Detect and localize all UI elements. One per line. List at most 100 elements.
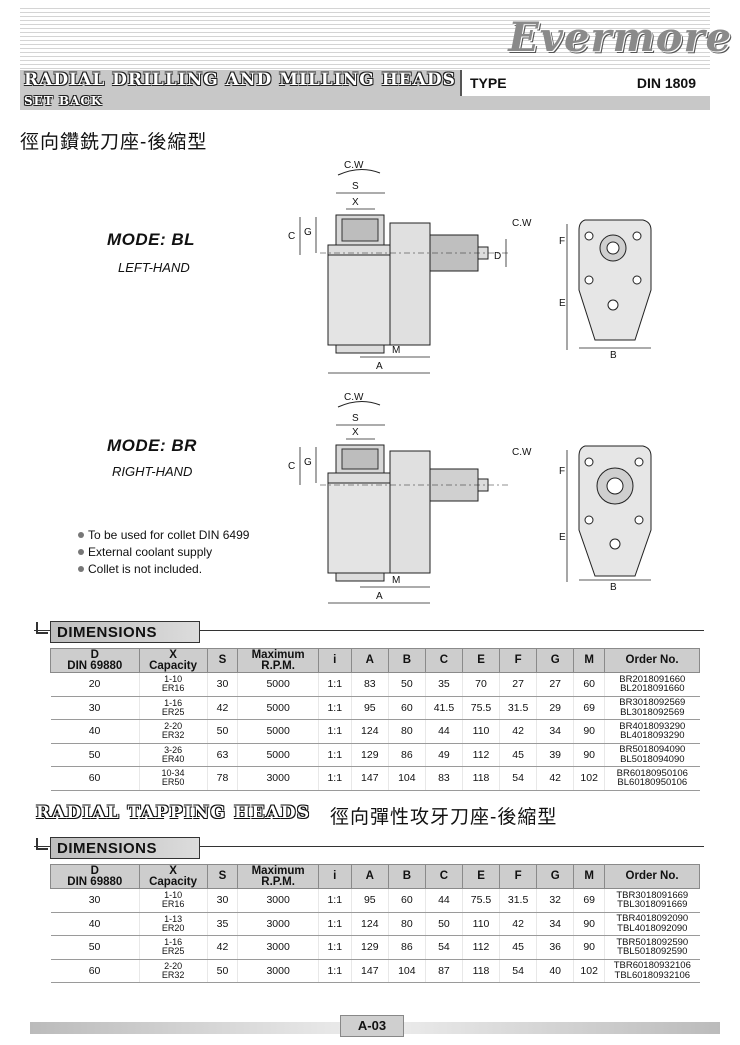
col-g: G [536,648,575,673]
cw-label: C.W [344,160,364,171]
c-label: C [288,461,295,472]
cell-ratio: 1:1 [317,672,352,697]
type-box: TYPE DIN 1809 [460,70,710,96]
cell-rpm: 3000 [237,888,319,913]
page-subtitle: SET BACK [24,94,103,108]
cell-b: 50 [387,672,426,697]
cell-e: 110 [461,719,500,744]
cell-rpm: 3000 [237,935,319,960]
s-label: S [352,413,359,424]
col-i: i [317,864,352,889]
dimensions-label: DIMENSIONS [57,624,158,641]
cell-c: 87 [424,959,463,983]
cell-f: 54 [499,766,537,791]
cell-ratio: 1:1 [317,912,352,936]
br-front-drawing: F E B [559,445,652,593]
cell-m: 69 [573,888,605,913]
cell-e: 75.5 [461,888,500,913]
cell-a: 83 [350,672,389,697]
br-side-drawing: C.W S X C G C.W M A [288,392,532,604]
cell-d: 40 [50,912,140,936]
cell-m: 90 [573,935,605,960]
mode-br-label: MODE: BR [103,436,201,456]
cell-m: 69 [573,696,605,720]
cell-m: 102 [573,766,605,791]
cell-a: 95 [350,696,389,720]
mode-bl-hand: LEFT-HAND [118,260,190,275]
cell-c: 35 [424,672,463,697]
col-e: E [461,864,501,889]
d-label: D [494,251,501,262]
tapping-chinese-title: 徑向彈性攻牙刀座-後縮型 [330,807,558,828]
cell-a: 147 [350,959,389,983]
col-m: M [573,864,606,889]
col-g: G [536,864,575,889]
cell-e: 75.5 [461,696,500,720]
cell-e: 118 [461,766,500,791]
cell-s: 42 [206,935,238,960]
col-i: i [317,648,352,673]
cell-c: 54 [424,935,463,960]
section-rule [34,846,704,847]
header-stripes [20,8,710,70]
cell-m: 90 [573,743,605,767]
cell-d: 50 [50,743,140,767]
type-label: TYPE [470,75,507,91]
cell-b: 60 [387,888,426,913]
chinese-title: 徑向鑽銑刀座-後縮型 [20,132,208,153]
cell-a: 95 [350,888,389,913]
cell-b: 104 [387,959,426,983]
dimensions-label: DIMENSIONS [57,840,158,857]
col-m: M [573,648,606,673]
cell-m: 102 [573,959,605,983]
cell-rpm: 5000 [237,743,319,767]
col-a: A [350,648,389,673]
b-label: B [610,350,617,361]
cell-m: 90 [573,719,605,744]
cell-b: 86 [387,743,426,767]
cell-ratio: 1:1 [317,696,352,720]
col-order: Order No. [604,648,700,673]
cell-rpm: 5000 [237,696,319,720]
a-label: A [376,591,383,602]
cell-ratio: 1:1 [317,888,352,913]
b-label: B [610,582,617,593]
col-s: S [206,864,239,889]
cell-rpm: 3000 [237,766,319,791]
cell-s: 30 [206,672,238,697]
col-b: B [387,864,426,889]
cell-c: 41.5 [424,696,463,720]
bl-front-drawing: F E B [559,219,652,361]
x-label: X [352,197,359,208]
mode-br-hand: RIGHT-HAND [112,464,193,479]
cell-a: 124 [350,912,389,936]
cell-d: 40 [50,719,140,744]
cell-g: 34 [536,719,574,744]
cell-b: 80 [387,719,426,744]
cell-b: 86 [387,935,426,960]
col-order: Order No. [604,864,700,889]
cell-f: 27 [499,672,537,697]
cell-g: 27 [536,672,574,697]
